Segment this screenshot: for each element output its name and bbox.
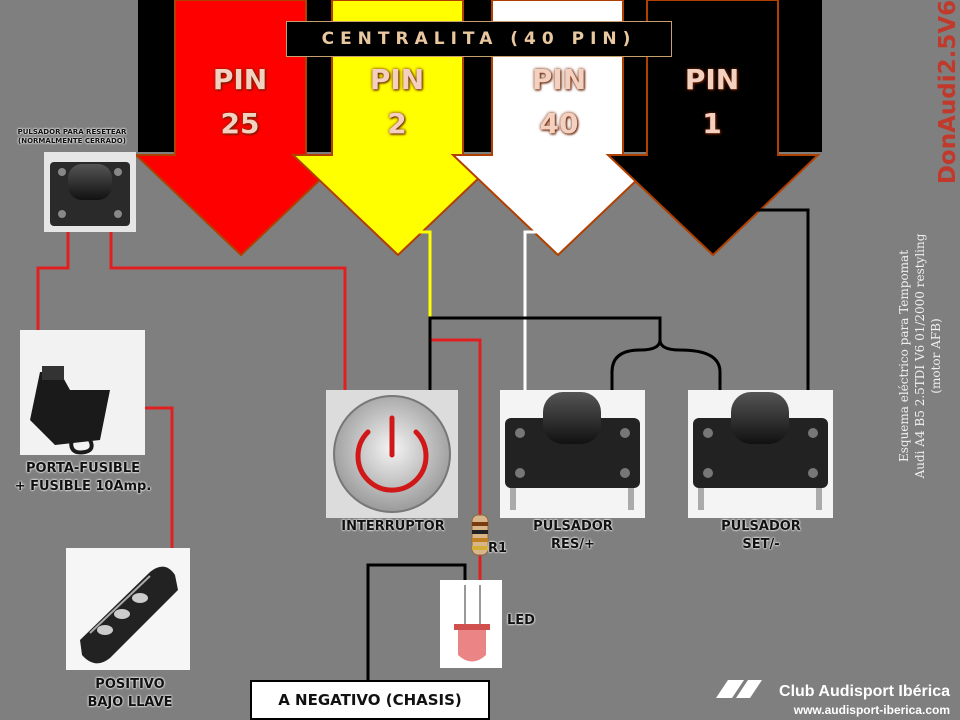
key-label-line2: BAJO LLAVE bbox=[87, 695, 173, 710]
ground-label: A NEGATIVO (CHASIS) bbox=[250, 680, 490, 720]
pin-1-number: 1 bbox=[702, 107, 722, 140]
button-set-label-line2: SET/- bbox=[742, 537, 780, 552]
led-label: LED bbox=[507, 613, 535, 628]
button-set-label-line1: PULSADOR bbox=[721, 519, 801, 534]
side-caption-line3: (motor AFB) bbox=[929, 318, 943, 394]
switch-label: INTERRUPTOR bbox=[341, 519, 445, 534]
pin-2-label: PIN 2 bbox=[352, 58, 442, 146]
car-key bbox=[66, 548, 190, 670]
side-caption: Esquema eléctrico para Tempomat Audi A4 … bbox=[896, 234, 944, 479]
club-logo bbox=[716, 680, 762, 698]
side-caption-line2: Audi A4 B5 2.5TDI V6 01/2000 restyling bbox=[913, 233, 927, 479]
pin-1-label: PIN 1 bbox=[667, 58, 757, 146]
reset-button-label-line2: (NORMALMENTE CERRADO) bbox=[18, 137, 126, 145]
fuse-holder-label-line2: + FUSIBLE 10Amp. bbox=[14, 479, 152, 494]
fuse-holder-label-line1: PORTA-FUSIBLE bbox=[25, 461, 141, 476]
footer-club: Club Audisport Ibérica bbox=[779, 683, 950, 700]
fuse-holder bbox=[20, 330, 145, 455]
pin-25-word: PIN bbox=[212, 63, 268, 96]
resistor-label: R1 bbox=[488, 541, 508, 556]
ecu-title: CENTRALITA (40 PIN) bbox=[286, 21, 672, 57]
pin-40-word: PIN bbox=[531, 63, 587, 96]
footer-url: www.audisport-iberica.com bbox=[793, 703, 950, 717]
power-switch bbox=[326, 390, 458, 518]
pin-2-number: 2 bbox=[387, 107, 407, 140]
reset-pushbutton bbox=[44, 152, 136, 232]
button-res-label: PULSADOR RES/+ bbox=[533, 518, 613, 554]
button-set-label: PULSADOR SET/- bbox=[721, 518, 801, 554]
pin-40-label: PIN 40 bbox=[514, 58, 604, 146]
pushbutton-res bbox=[500, 390, 645, 518]
white-wire bbox=[523, 230, 558, 390]
reset-button-label: PULSADOR PARA RESETEAR (NORMALMENTE CERR… bbox=[18, 128, 127, 146]
pin-2-word: PIN bbox=[369, 63, 425, 96]
author-signature: DonAudi2.5V6 bbox=[935, 0, 960, 185]
pin-40-number: 40 bbox=[539, 107, 579, 140]
pushbutton-set bbox=[688, 390, 833, 518]
key-label-line1: POSITIVO bbox=[95, 677, 165, 692]
black-wires bbox=[366, 155, 810, 680]
reset-button-label-line1: PULSADOR PARA RESETEAR bbox=[17, 128, 127, 136]
button-res-label-line2: RES/+ bbox=[551, 537, 595, 552]
fuse-holder-label: PORTA-FUSIBLE + FUSIBLE 10Amp. bbox=[15, 460, 152, 496]
pin-1-arrow bbox=[605, 0, 821, 257]
side-caption-line1: Esquema eléctrico para Tempomat bbox=[897, 249, 911, 463]
resistor-r1 bbox=[471, 514, 489, 556]
footer: Club Audisport Ibérica www.audisport-ibe… bbox=[779, 682, 950, 718]
pin-25-label: PIN 25 bbox=[195, 58, 285, 146]
key-label: POSITIVO BAJO LLAVE bbox=[87, 676, 172, 712]
pin-1-word: PIN bbox=[684, 63, 740, 96]
led bbox=[440, 580, 502, 668]
button-res-label-line1: PULSADOR bbox=[533, 519, 613, 534]
yellow-wire bbox=[400, 230, 432, 390]
pin-25-number: 25 bbox=[220, 107, 260, 140]
